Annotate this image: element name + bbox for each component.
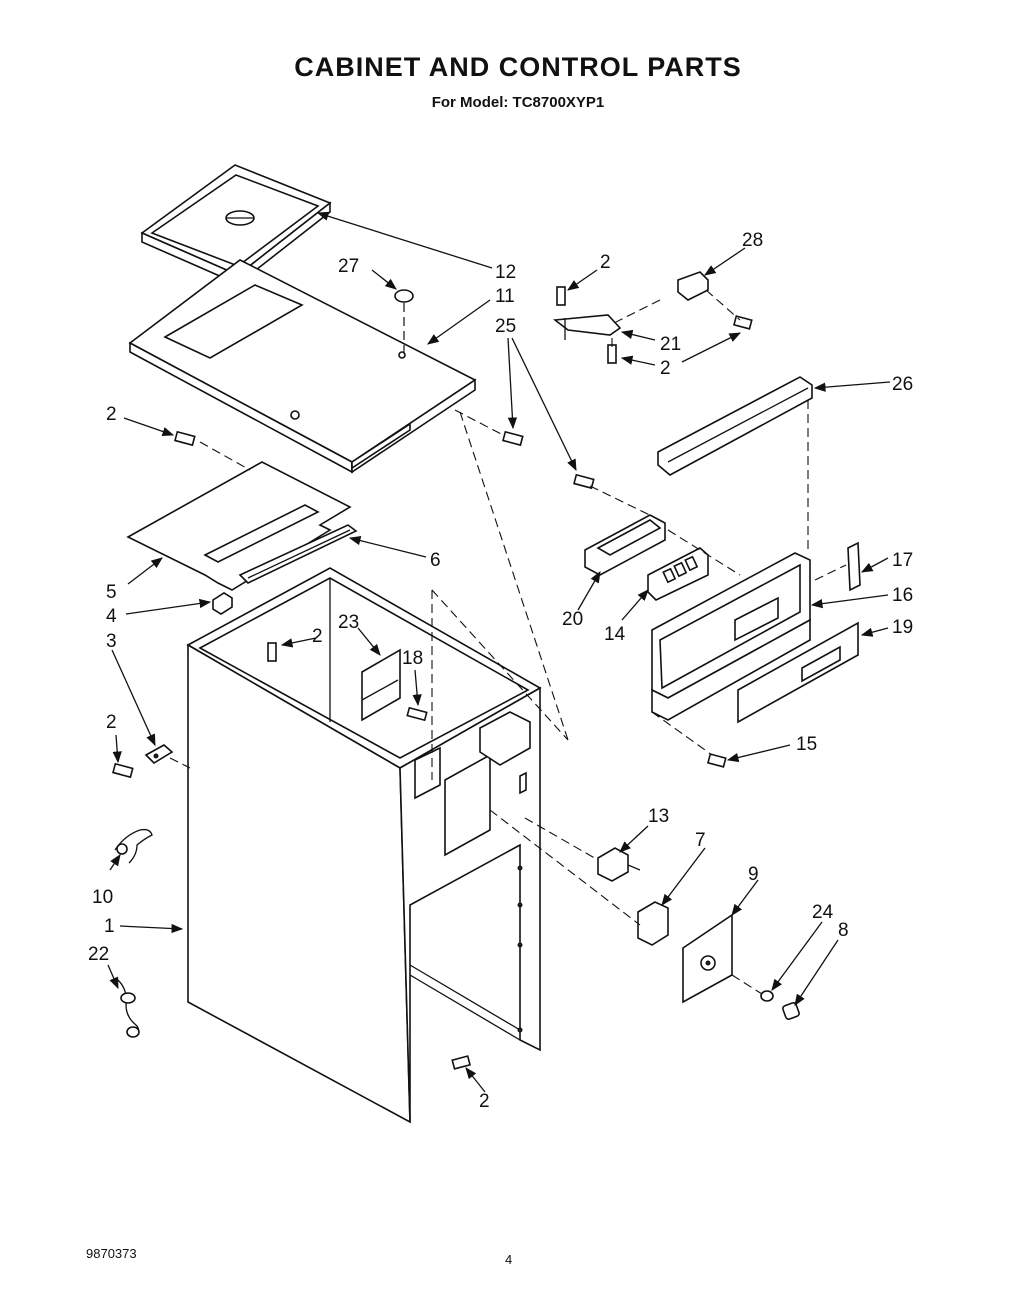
part-9-plate	[682, 913, 733, 1004]
part-18-screw	[406, 706, 428, 722]
part-4-clip	[212, 592, 233, 615]
callout-22: 22	[88, 944, 109, 965]
callout-25: 25	[495, 316, 516, 337]
part-26-trim	[657, 376, 813, 476]
callout-26: 26	[892, 374, 913, 395]
callout-6: 6	[430, 550, 441, 571]
callout-19: 19	[892, 617, 913, 638]
callout-9: 9	[748, 864, 759, 885]
page-number: 4	[505, 1252, 513, 1267]
part-8-knob	[782, 1002, 800, 1020]
part-24-nut	[760, 990, 774, 1002]
document-number: 9870373	[86, 1246, 137, 1261]
callout-14: 14	[604, 624, 626, 645]
screw-2-inner	[267, 642, 277, 662]
part-10-clamp	[114, 828, 153, 864]
alignment-lines	[169, 289, 847, 995]
screw-2-bottom	[451, 1055, 472, 1070]
callout-18: 18	[402, 648, 423, 669]
part-12-lid-insert	[140, 164, 332, 286]
callout-23: 23	[338, 612, 359, 633]
part-14-switch	[647, 547, 709, 601]
callout-16: 16	[892, 585, 913, 606]
callout-2-c: 2	[660, 358, 671, 379]
callout-27: 27	[338, 256, 359, 277]
part-16-control-panel	[651, 552, 811, 721]
callout-labels: 12 27 11 25 2 2 28 21 2 26 6 5 4 3 2 23 …	[88, 230, 913, 1112]
callout-2-d: 2	[312, 626, 323, 647]
part-5-inner-panel	[126, 461, 352, 591]
callout-2-b: 2	[600, 252, 611, 273]
callout-24: 24	[812, 902, 834, 923]
part-28-clip	[609, 271, 709, 326]
screw-2-left-lower	[112, 762, 134, 779]
part-13-switch	[597, 847, 641, 882]
model-subtitle: For Model: TC8700XYP1	[431, 94, 605, 111]
part-22-wire	[117, 979, 140, 1038]
callout-7: 7	[695, 830, 706, 851]
part-1-cabinet-body	[186, 567, 542, 1124]
part-21-bracket	[552, 314, 622, 340]
callout-5: 5	[106, 582, 117, 603]
callout-1: 1	[104, 916, 115, 937]
part-25-screws	[502, 430, 595, 490]
callout-4: 4	[106, 606, 117, 627]
page-title: CABINET AND CONTROL PARTS	[294, 52, 742, 82]
part-17-strip	[847, 541, 861, 592]
callout-2-a: 2	[106, 404, 117, 425]
callout-20: 20	[562, 609, 583, 630]
callout-21: 21	[660, 334, 681, 355]
part-3-bracket	[144, 744, 174, 765]
callout-17: 17	[892, 550, 913, 571]
callout-15: 15	[796, 734, 817, 755]
part-11-cabinet-top	[128, 259, 477, 474]
callout-12: 12	[495, 262, 516, 283]
callout-28: 28	[742, 230, 763, 251]
part-6-strip	[238, 524, 358, 584]
part-20-bracket	[584, 514, 666, 576]
leader-arrows	[107, 211, 891, 1093]
callout-13: 13	[648, 806, 669, 827]
screw-2-left-upper	[174, 430, 196, 447]
callout-2-f: 2	[479, 1091, 490, 1112]
part-19-overlay	[737, 621, 859, 724]
callout-10: 10	[92, 887, 113, 908]
part-15-screw	[706, 753, 727, 768]
callout-3: 3	[106, 631, 117, 652]
callout-11: 11	[495, 286, 515, 307]
callout-2-e: 2	[106, 712, 117, 733]
part-23-bracket	[361, 648, 401, 722]
callout-8: 8	[838, 920, 849, 941]
part-7-thermostat	[637, 901, 669, 946]
